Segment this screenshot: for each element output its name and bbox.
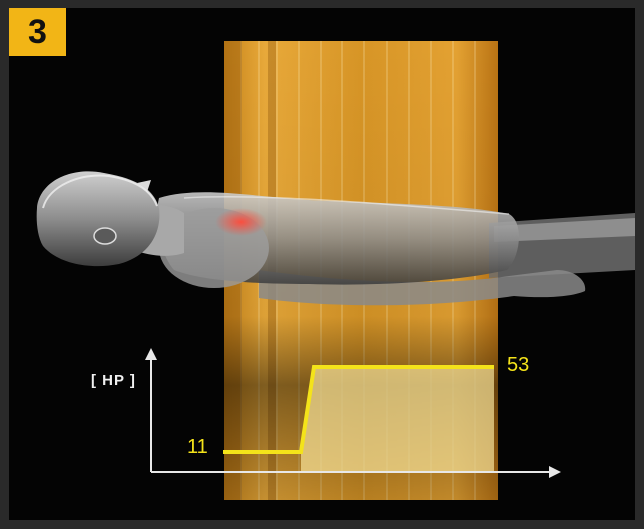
y-axis-label: [ HP ] — [91, 372, 136, 389]
y-axis-arrowhead — [145, 348, 157, 360]
low-value-label: 11 — [187, 436, 208, 459]
scene-graphic — [9, 8, 635, 520]
high-value-label: 53 — [507, 354, 529, 377]
panel-number-badge: 3 — [9, 8, 66, 56]
scanner-scene: [ HP ] 11 53 — [9, 8, 635, 520]
curve-fill-area — [301, 367, 494, 472]
x-axis-arrowhead — [549, 466, 561, 478]
panel-number: 3 — [28, 13, 47, 52]
